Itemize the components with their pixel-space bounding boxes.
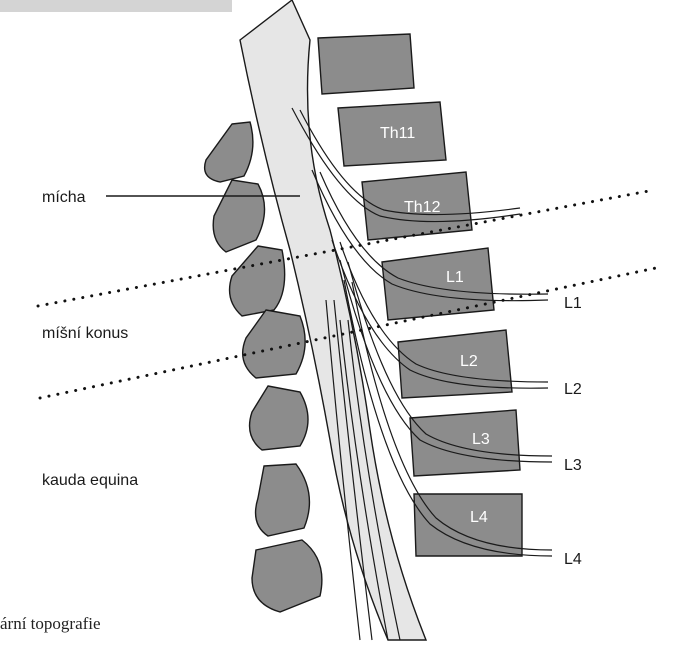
nerve-root-th12: [319, 171, 549, 295]
header-gray-tab: [0, 0, 232, 12]
spinal-canal: [239, 0, 428, 641]
nerve-label-l3: L3: [564, 457, 582, 474]
label-cauda-equina: kauda equina: [42, 472, 138, 489]
nerve-root-th12: [311, 169, 549, 302]
spinous-process: [254, 463, 311, 537]
nerve-root-l2: [347, 261, 553, 457]
cauda-fiber: [339, 319, 389, 641]
cauda-fiber: [333, 299, 373, 641]
vertebra-body-t10: [317, 33, 415, 95]
spinous-process: [242, 309, 306, 379]
vertebra-label-l1: L1: [446, 269, 464, 286]
nerve-label-l2: L2: [564, 381, 582, 398]
nerve-root-l3: [351, 281, 553, 551]
cauda-fiber: [325, 299, 361, 641]
nerve-root-th11: [291, 107, 521, 223]
spinous-processes: [203, 121, 323, 613]
nerve-root-l3: [343, 279, 553, 557]
label-conus: míšní konus: [42, 325, 128, 342]
cauda-fiber: [347, 319, 401, 641]
nerve-label-l1: L1: [564, 295, 582, 312]
figure-caption: ární topografie: [0, 614, 101, 633]
vertebra-body-l1: [381, 247, 495, 321]
vertebra-body-th12: [361, 171, 473, 241]
spinous-process: [212, 179, 266, 253]
nerve-root-th11: [299, 109, 521, 216]
vertebra-label-l3: L3: [472, 431, 490, 448]
vertebra-label-th11: Th11: [380, 125, 415, 142]
vertebra-body-l4: [413, 493, 523, 557]
vertebra-label-l2: L2: [460, 353, 478, 370]
vertebra-body-l2: [397, 329, 513, 399]
spinous-process: [203, 121, 254, 183]
spinous-process: [251, 539, 323, 613]
label-spinal-cord: mícha: [42, 189, 86, 206]
nerve-roots: [291, 107, 553, 641]
spinous-process: [248, 385, 309, 451]
nerve-root-l1: [339, 241, 549, 383]
nerve-label-l4: L4: [564, 551, 582, 568]
nerve-root-l1: [331, 239, 549, 389]
vertebra-label-l4: L4: [470, 509, 488, 526]
vertebra-body-th11: [337, 101, 447, 167]
vertebra-label-th12: Th12: [404, 199, 441, 216]
spinous-process: [228, 245, 286, 317]
